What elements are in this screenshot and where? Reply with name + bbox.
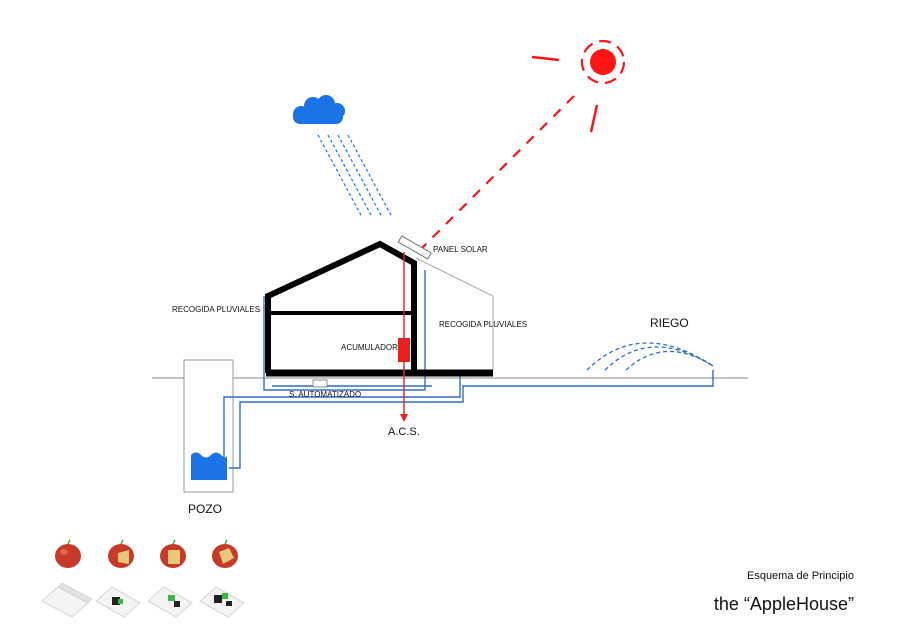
solar-panel (397, 235, 432, 260)
house-structure (265, 240, 494, 377)
irrigation-arcs (586, 342, 714, 371)
cloud-icon (293, 95, 345, 124)
label-riego: RIEGO (650, 316, 689, 330)
apple-cut-icon (160, 539, 186, 568)
caption-subtitle: Esquema de Principio (746, 570, 854, 582)
house-model-icon (95, 586, 141, 618)
label-acs: A.C.S. (388, 426, 420, 438)
label-pozo: POZO (188, 502, 222, 516)
label-recogida-right: RECOGIDA PLUVIALES (439, 320, 527, 329)
label-automatizado: S. AUTOMATIZADO (289, 390, 361, 399)
water-pipes (223, 270, 714, 469)
house-model-icon (147, 586, 193, 618)
rain-lines (317, 134, 393, 218)
sun-icon (531, 39, 626, 133)
acs-line (400, 252, 408, 422)
well-water (191, 452, 227, 480)
house-model-icon (199, 586, 245, 618)
label-acumulador: ACUMULADOR (341, 343, 398, 352)
label-panel-solar: PANEL SOLAR (433, 245, 488, 254)
house-model-icon (41, 582, 93, 618)
apple-cut-icon (108, 539, 134, 568)
caption-title: the “AppleHouse” (713, 594, 854, 614)
apple-whole-icon (55, 539, 81, 568)
sun-ray (417, 95, 575, 253)
apple-cut-icon (212, 539, 238, 568)
model-thumbnails (41, 582, 245, 618)
label-recogida-left: RECOGIDA PLUVIALES (172, 305, 260, 314)
apple-thumbnails (55, 539, 238, 568)
well-pozo (183, 359, 234, 493)
automated-valve (312, 379, 328, 388)
